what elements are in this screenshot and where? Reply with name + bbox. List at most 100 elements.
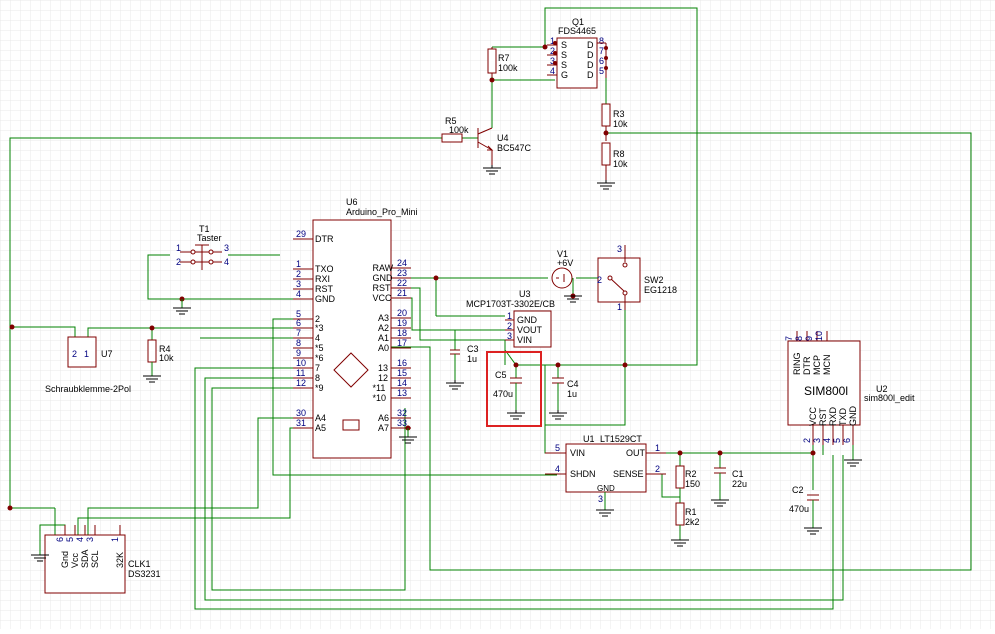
- u6-right-pin-name: *10: [373, 393, 387, 403]
- u6-right-pin-name: *11: [373, 383, 386, 393]
- u1-pin-num: 3: [598, 494, 603, 504]
- r5-value: 100k: [449, 125, 469, 135]
- q1-pin-name: S: [561, 50, 567, 60]
- u3-pin-num: 1: [507, 311, 512, 321]
- u6-right-pin-num: 18: [397, 328, 407, 338]
- sw2-pin2: 2: [597, 275, 602, 285]
- wires: [9, 7, 972, 610]
- t1-pin2: 2: [176, 257, 181, 267]
- u3-pin-name: VIN: [517, 335, 532, 345]
- t1-pushbutton: T1 Taster 1 2 3 4: [173, 224, 229, 315]
- u6-right-pin-num: 22: [397, 278, 407, 288]
- u1-pin-name: SHDN: [570, 469, 596, 479]
- u7-pin2: 2: [72, 349, 77, 359]
- u6-left-pin-name: 7: [315, 363, 320, 373]
- u1-pin-name: SENSE: [613, 469, 644, 479]
- clk1-value: DS3231: [128, 569, 161, 579]
- q1-value: FDS4465: [558, 26, 596, 36]
- r1-value: 2k2: [685, 517, 700, 527]
- u6-left-pin-name: GND: [315, 294, 336, 304]
- u6-left-pin-num: 1: [296, 259, 301, 269]
- q1-pin-name: S: [561, 60, 567, 70]
- u2-pin-name: MCN: [822, 355, 832, 376]
- u2-pin-num: 2: [802, 438, 812, 443]
- u6-left-pin-name: RXI: [315, 274, 330, 284]
- clk1-pin-name: SDA: [80, 549, 90, 568]
- u1-value: LT1529CT: [600, 434, 642, 444]
- r5-resistor: R5 100k: [441, 116, 469, 143]
- u1-pin-num: 4: [555, 464, 560, 474]
- u6-left-pin-name: 4: [315, 333, 320, 343]
- r8-ref: R8: [613, 149, 625, 159]
- u3-pin-name: VOUT: [517, 325, 543, 335]
- u6-right-pin-num: 13: [397, 388, 407, 398]
- u6-left-pin-name: *3: [315, 323, 324, 333]
- u4-transistor: U4 BC547C: [477, 127, 532, 175]
- u2-pin-num: 3: [812, 438, 822, 443]
- q1-ref: Q1: [572, 17, 584, 27]
- u2-pin-num: 5: [832, 438, 842, 443]
- u2-value: sim800l_edit: [864, 393, 915, 403]
- t1-value: Taster: [197, 233, 222, 243]
- v1-ref: V1: [557, 249, 568, 259]
- u6-left-pin-num: 30: [296, 408, 306, 418]
- u6-right-pin-num: 20: [397, 308, 407, 318]
- clk1-pin-num: 3: [85, 537, 95, 542]
- q1-pin-name: G: [561, 70, 568, 80]
- c1-ref: C1: [732, 469, 744, 479]
- u6-right-pin-num: 19: [397, 318, 407, 328]
- r2-resistor: R2 150: [675, 465, 700, 503]
- u6-left-pin-name: DTR: [315, 234, 334, 244]
- sw2-pin1: 1: [617, 302, 622, 312]
- u2-pin-num: 8: [794, 336, 804, 341]
- u7-value: Schraubklemme-2Pol: [45, 384, 131, 394]
- sw2-value: EG1218: [644, 285, 677, 295]
- r3-resistor: R3 10k: [601, 103, 628, 141]
- sw2-ref: SW2: [644, 275, 664, 285]
- u6-right-pin-name: A7: [378, 423, 389, 433]
- v1-value: +6V: [557, 258, 573, 268]
- u3-pin-name: GND: [517, 315, 538, 325]
- u6-right-pin-name: A3: [378, 313, 389, 323]
- u6-left-pin-name: TXO: [315, 264, 334, 274]
- r3-ref: R3: [613, 109, 625, 119]
- q1-pin-name: D: [587, 50, 594, 60]
- u2-pin-name: GND: [848, 406, 858, 427]
- u6-value: Arduino_Pro_Mini: [346, 207, 418, 217]
- u2-pin-num: 4: [822, 438, 832, 443]
- u6-left-pin-name: RST: [315, 284, 334, 294]
- u7-terminal: 2 1 U7 Schraubklemme-2Pol: [45, 336, 131, 394]
- t1-ref: T1: [199, 224, 210, 234]
- u1-pin-num: 2: [655, 464, 660, 474]
- u7-ref: U7: [101, 349, 113, 359]
- u6-right-pin-name: A2: [378, 323, 389, 333]
- u6-left-pin-name: *5: [315, 343, 324, 353]
- q1-pin-name: D: [587, 60, 594, 70]
- u6-right-pin-num: 33: [397, 418, 407, 428]
- q1-pin-num: 2: [550, 46, 555, 56]
- q1-pin-name: D: [587, 70, 594, 80]
- r7-resistor: R7 100k: [487, 47, 518, 77]
- u6-right-pin-num: 16: [397, 358, 407, 368]
- u3-pin-num: 2: [507, 321, 512, 331]
- u2-pin-name: RXD: [828, 406, 838, 426]
- r7-ref: R7: [498, 53, 510, 63]
- r4-resistor: R4 10k: [143, 339, 174, 383]
- v1-source: V1 +6V: [551, 249, 582, 303]
- r4-ref: R4: [159, 344, 171, 354]
- c3-ref: C3: [467, 344, 479, 354]
- u6-right-pin-name: A0: [378, 343, 389, 353]
- u1-ref: U1: [583, 434, 595, 444]
- q1-pin-num: 1: [550, 36, 555, 46]
- clk1-pin-name: Gnd: [60, 551, 70, 568]
- u6-right-pin-name: 12: [378, 373, 388, 383]
- u6-left-pin-num: 31: [296, 418, 306, 428]
- c5-ref: C5: [495, 370, 507, 380]
- q1-pin-num: 7: [599, 46, 604, 56]
- clk1-pin-num: 6: [55, 537, 65, 542]
- u6-left-pin-num: 5: [296, 309, 301, 319]
